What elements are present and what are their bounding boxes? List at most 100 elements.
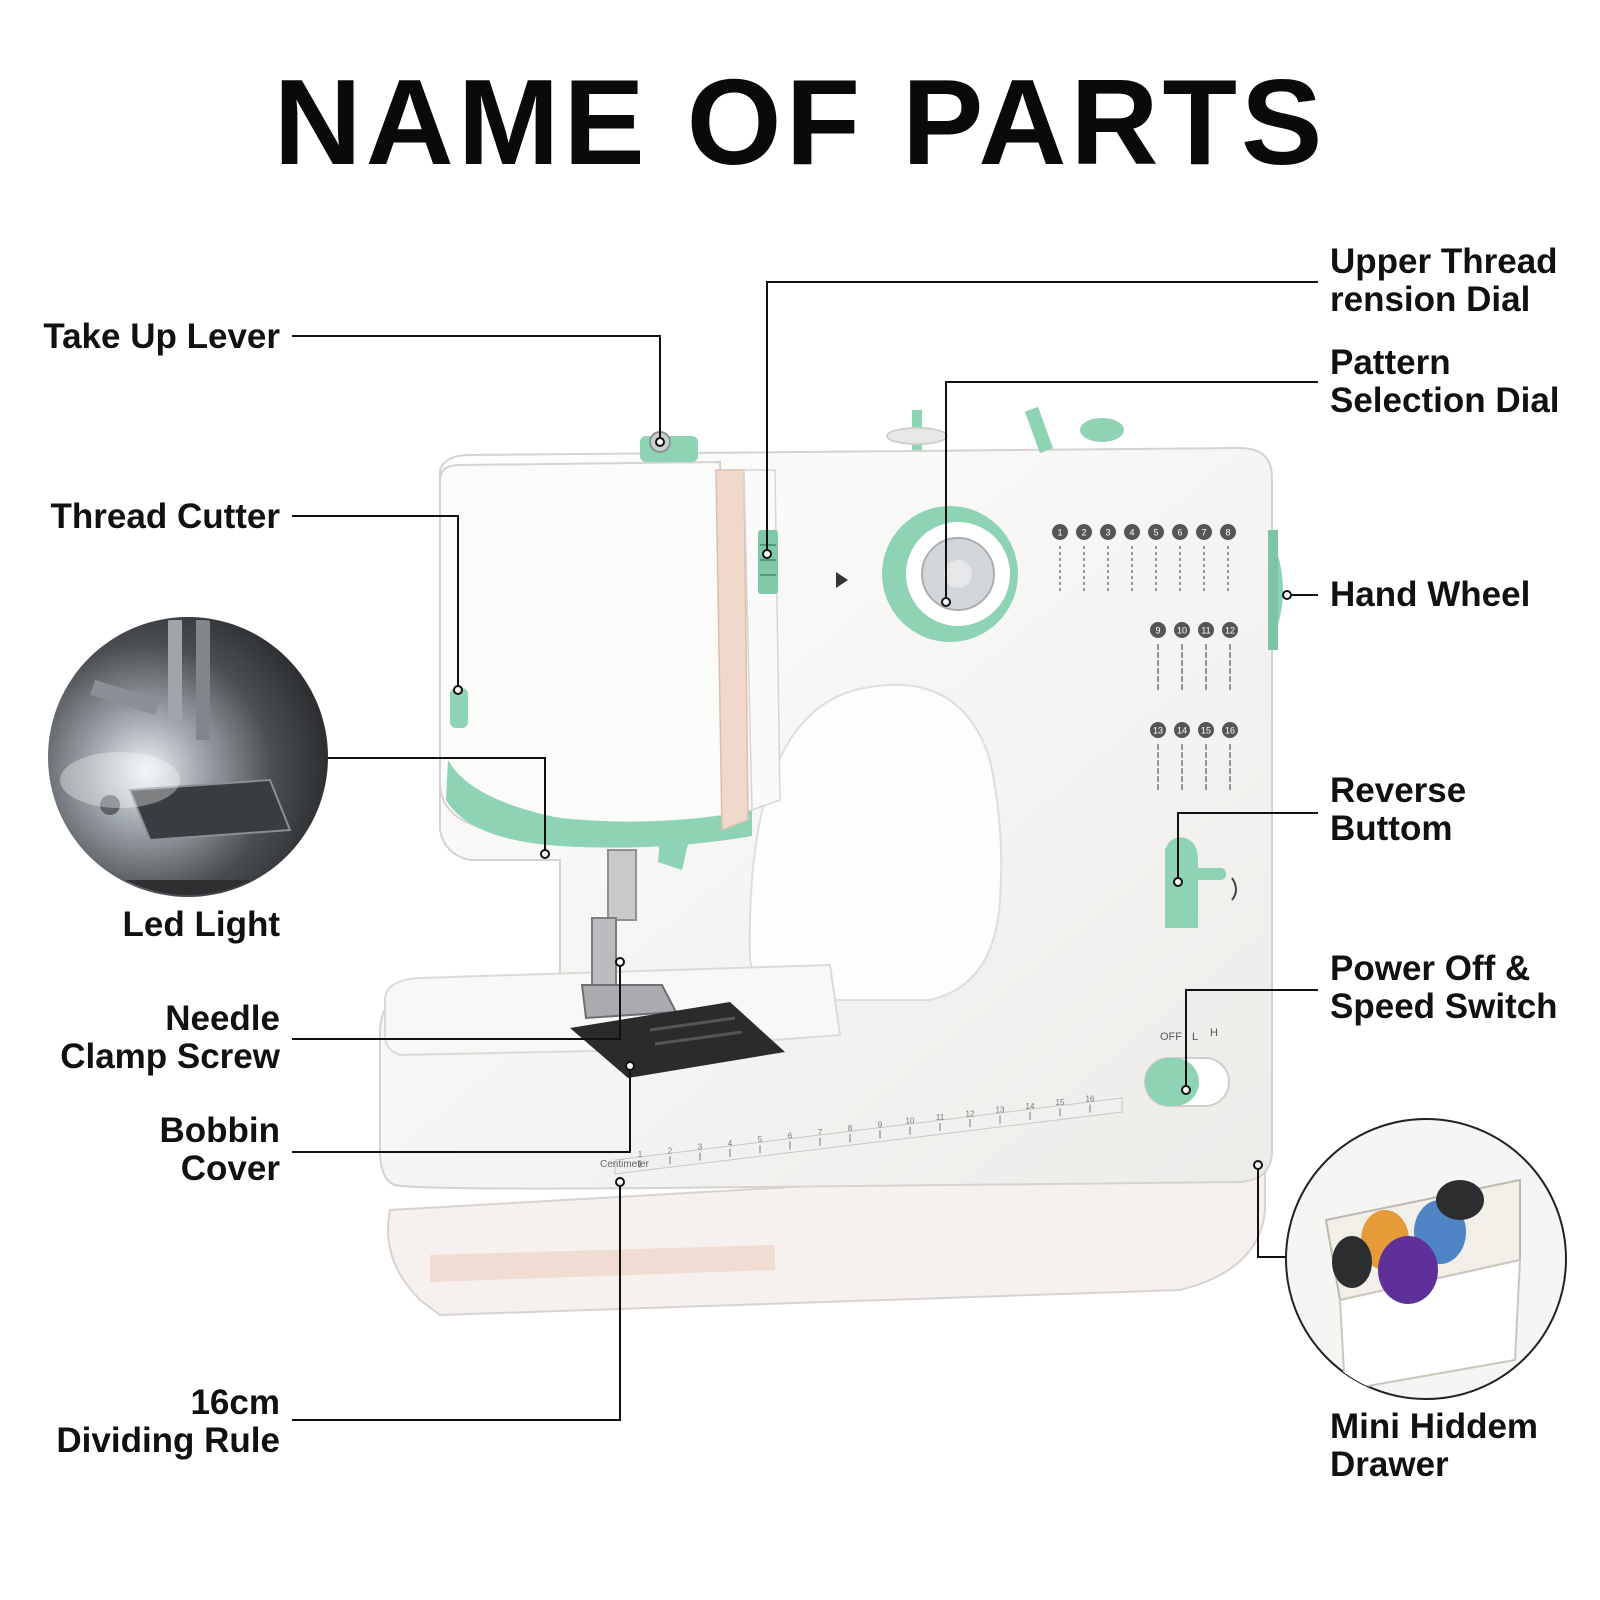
label-line: Buttom <box>1330 809 1453 848</box>
ruler-mark-label: 2 <box>668 1146 673 1155</box>
label-dividing-rule: 16cm Dividing Rule <box>56 1384 280 1460</box>
stitch-number-badge <box>1174 722 1190 738</box>
stitch-number: 4 <box>1129 528 1134 538</box>
ruler-mark-label: 5 <box>758 1135 763 1144</box>
label-line: Mini Hiddem <box>1330 1407 1539 1446</box>
stitch-number: 11 <box>1201 626 1210 636</box>
ruler-mark-label: 6 <box>788 1132 793 1141</box>
hand-wheel <box>1268 530 1283 650</box>
stitch-number: 10 <box>1177 626 1187 636</box>
label-thread-cutter: Thread Cutter <box>51 498 280 536</box>
stitch-number: 5 <box>1153 528 1158 538</box>
ruler-mark-label: 12 <box>966 1109 975 1118</box>
label-reverse-button: Reverse Buttom <box>1330 772 1466 848</box>
label-line: rension Dial <box>1330 280 1531 319</box>
label-line: Drawer <box>1330 1445 1449 1484</box>
stitch-number-badge <box>1148 524 1164 540</box>
label-line: Needle <box>165 999 280 1038</box>
stitch-number: 9 <box>1155 626 1160 636</box>
stitch-number-badge <box>1198 622 1214 638</box>
take-up-lever <box>640 431 698 462</box>
label-hand-wheel: Hand Wheel <box>1330 576 1530 614</box>
ruler-mark-label: 10 <box>906 1117 915 1126</box>
stitch-number: 15 <box>1201 726 1211 736</box>
bobbin-cover <box>570 1002 785 1078</box>
stitch-number-badge <box>1052 524 1068 540</box>
stitch-number: 14 <box>1177 726 1187 736</box>
label-line: Power Off & <box>1330 949 1531 988</box>
stitch-number-badge <box>1150 722 1166 738</box>
ruler-mark-label: 11 <box>936 1113 945 1122</box>
label-line: Reverse <box>1330 771 1467 810</box>
mini-drawer-inset <box>1285 1118 1567 1400</box>
label-pattern-selection-dial: Pattern Selection Dial <box>1330 344 1560 420</box>
stitch-number: 1 <box>1057 528 1062 538</box>
spool-pins <box>886 406 1124 454</box>
ruler-mark-label: 7 <box>818 1128 823 1137</box>
leader-dots <box>453 437 1292 1187</box>
stitch-number: 3 <box>1105 528 1110 538</box>
led-light-inset <box>48 617 328 897</box>
stitch-number: 6 <box>1177 528 1182 538</box>
label-bobbin-cover: Bobbin Cover <box>159 1112 280 1188</box>
stitch-number-badge <box>1172 524 1188 540</box>
ruler-mark-label: 15 <box>1056 1098 1065 1107</box>
label-line: Thread Cutter <box>50 497 280 536</box>
stitch-number-badge <box>1198 722 1214 738</box>
label-line: Led Light <box>122 905 280 944</box>
label-upper-thread-tension-dial: Upper Thread rension Dial <box>1330 243 1558 319</box>
stitch-number-badge <box>1076 524 1092 540</box>
ruler-mark-label: 16 <box>1086 1095 1095 1104</box>
label-needle-clamp-screw: Needle Clamp Screw <box>60 1000 280 1076</box>
thread-cutter <box>450 688 468 728</box>
label-line: Bobbin <box>159 1111 280 1150</box>
label-line: Pattern <box>1330 343 1451 382</box>
ruler-mark-label: 3 <box>698 1143 703 1152</box>
label-line: Upper Thread <box>1330 242 1558 281</box>
switch-label-high: H <box>1210 1027 1218 1039</box>
switch-label-off: OFF <box>1160 1031 1182 1043</box>
label-line: Take Up Lever <box>43 317 280 356</box>
stitch-number-badge <box>1222 622 1238 638</box>
label-line: Clamp Screw <box>60 1037 280 1076</box>
stitch-number-badge <box>1100 524 1116 540</box>
label-led-light: Led Light <box>123 906 280 944</box>
stitch-number-badge <box>1174 622 1190 638</box>
label-take-up-lever: Take Up Lever <box>43 318 280 356</box>
label-line: Selection Dial <box>1330 381 1560 420</box>
stitch-number: 7 <box>1201 528 1206 538</box>
stitch-number-badge <box>1196 524 1212 540</box>
label-line: 16cm <box>190 1383 280 1422</box>
ruler-mark-label: 1 <box>638 1150 643 1159</box>
label-line: Hand Wheel <box>1330 575 1531 614</box>
needle-assembly <box>580 838 688 1020</box>
ruler-caption: Centimeter <box>600 1159 650 1170</box>
page-title: NAME OF PARTS <box>273 54 1327 190</box>
machine-base <box>387 1158 1266 1317</box>
stitch-number-badge <box>1124 524 1140 540</box>
ruler-mark-label: 13 <box>996 1106 1005 1115</box>
switch-label-low: L <box>1192 1031 1198 1043</box>
stitch-number: 12 <box>1225 626 1235 636</box>
ruler-mark-label: 8 <box>848 1124 853 1133</box>
label-mini-drawer: Mini Hiddem Drawer <box>1330 1408 1538 1484</box>
stitch-number: 2 <box>1081 528 1086 538</box>
stitch-number-badge <box>1220 524 1236 540</box>
ruler-mark-label: 9 <box>878 1120 883 1129</box>
stitch-number: 16 <box>1225 726 1235 736</box>
leader-lines <box>292 281 1318 1421</box>
pattern-selection-dial <box>836 506 1018 642</box>
ruler-mark-label: 14 <box>1026 1102 1035 1111</box>
stitch-number-badge <box>1222 722 1238 738</box>
stitch-number: 13 <box>1153 726 1163 736</box>
stitch-number: 8 <box>1225 528 1230 538</box>
label-power-speed-switch: Power Off & Speed Switch <box>1330 950 1558 1026</box>
label-line: Speed Switch <box>1330 987 1558 1026</box>
label-line: Cover <box>180 1149 280 1188</box>
ruler-mark-label: 4 <box>728 1139 733 1148</box>
label-line: Dividing Rule <box>56 1421 280 1460</box>
